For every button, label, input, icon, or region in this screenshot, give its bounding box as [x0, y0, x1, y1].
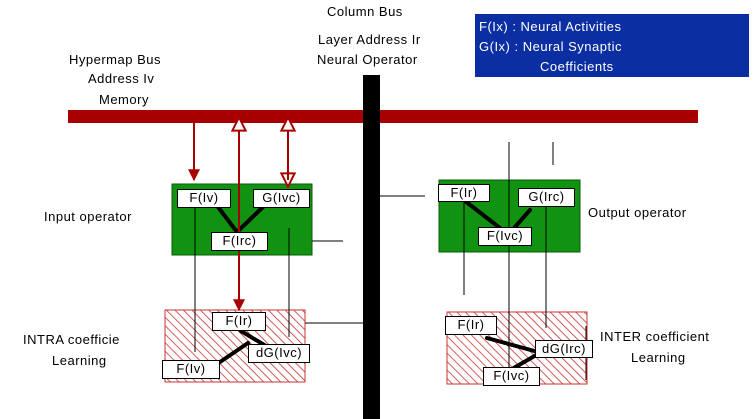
input-f-iv-box: F(Iv) [177, 189, 231, 208]
hypermap-bus [68, 110, 698, 123]
intra-f-ir-box: F(Ir) [212, 312, 266, 331]
neural-operator-label: Neural Operator [317, 52, 418, 67]
column-bus [363, 75, 380, 419]
output-g-irc-box: G(Irc) [518, 188, 575, 207]
inter-learning-label-2: Learning [631, 350, 686, 365]
intra-f-iv-box: F(Iv) [162, 360, 220, 379]
input-g-ivc-box: G(Ivc) [253, 189, 310, 208]
memory-arrows [188, 123, 288, 312]
legend-line-synaptic: G(Ix) : Neural Synaptic [479, 39, 622, 54]
input-operator-label: Input operator [44, 209, 132, 224]
inter-f-ivc-box: F(Ivc) [483, 367, 540, 386]
intra-learning-label: INTRA coefficie [23, 332, 120, 347]
intra-dg-ivc-box: dG(Ivc) [248, 344, 310, 363]
inter-f-ir-box: F(Ir) [445, 316, 497, 335]
address-iv-label: Address Iv [88, 71, 155, 86]
hypermap-bus-label: Hypermap Bus [69, 52, 161, 67]
connection-lines [194, 142, 587, 380]
input-f-irc-box: F(Irc) [211, 232, 268, 251]
legend-line-activities: F(Ix) : Neural Activities [479, 19, 622, 34]
legend-box: F(Ix) : Neural Activities G(Ix) : Neural… [475, 14, 749, 77]
intra-learning-label-2: Learning [52, 353, 107, 368]
legend-line-coefficients: Coefficients [540, 59, 614, 74]
inter-dg-irc-box: dG(Irc) [535, 340, 593, 358]
output-f-ivc-box: F(Ivc) [478, 227, 532, 246]
layer-address-label: Layer Address Ir [318, 32, 421, 47]
output-operator-label: Output operator [588, 205, 687, 220]
column-bus-label: Column Bus [327, 4, 403, 19]
operator-links [216, 199, 540, 371]
memory-label: Memory [99, 92, 149, 107]
inter-learning-label: INTER coefficient [600, 329, 710, 344]
output-f-ir-box: F(Ir) [438, 184, 490, 202]
